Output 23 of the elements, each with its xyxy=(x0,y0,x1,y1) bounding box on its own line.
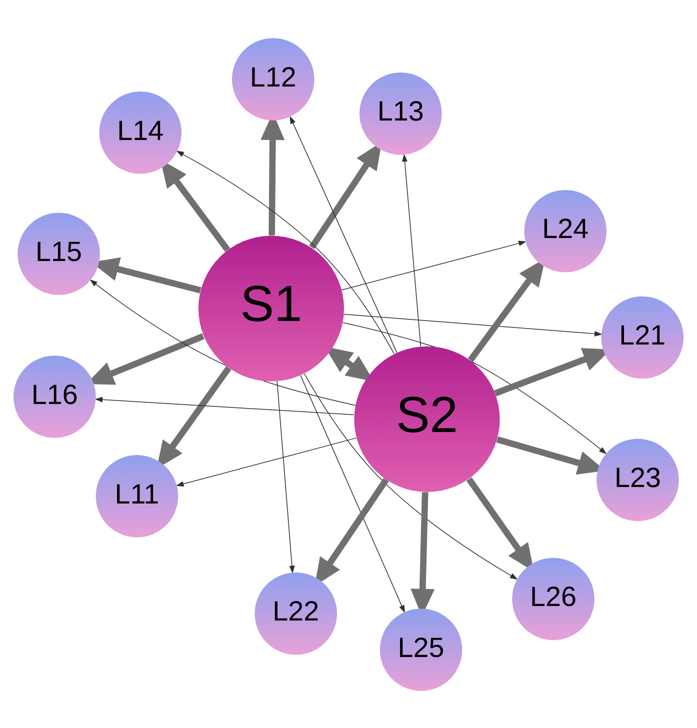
node-circle: L21 xyxy=(601,296,684,378)
arrow xyxy=(496,436,606,474)
node-circle: L11 xyxy=(96,454,178,537)
arrow xyxy=(344,313,602,336)
arrow xyxy=(402,153,422,346)
node-circle: L12 xyxy=(232,38,314,120)
arrow xyxy=(341,240,526,290)
arrow xyxy=(176,437,357,486)
node-circle: L26 xyxy=(512,557,594,640)
node-circle: L22 xyxy=(254,572,338,654)
arrow xyxy=(276,380,295,574)
arrow xyxy=(300,374,405,613)
node-circle: L13 xyxy=(359,72,442,154)
arrow xyxy=(94,396,354,415)
arrow xyxy=(290,115,398,353)
node-circle: S1 xyxy=(198,235,344,381)
node-circle: L16 xyxy=(13,355,96,438)
node-circle: L14 xyxy=(99,91,182,174)
node-circle: L25 xyxy=(380,608,462,690)
node-circle: S2 xyxy=(354,346,500,492)
arrow xyxy=(176,150,395,354)
node-circle: L24 xyxy=(524,189,607,272)
arrow xyxy=(304,372,518,580)
